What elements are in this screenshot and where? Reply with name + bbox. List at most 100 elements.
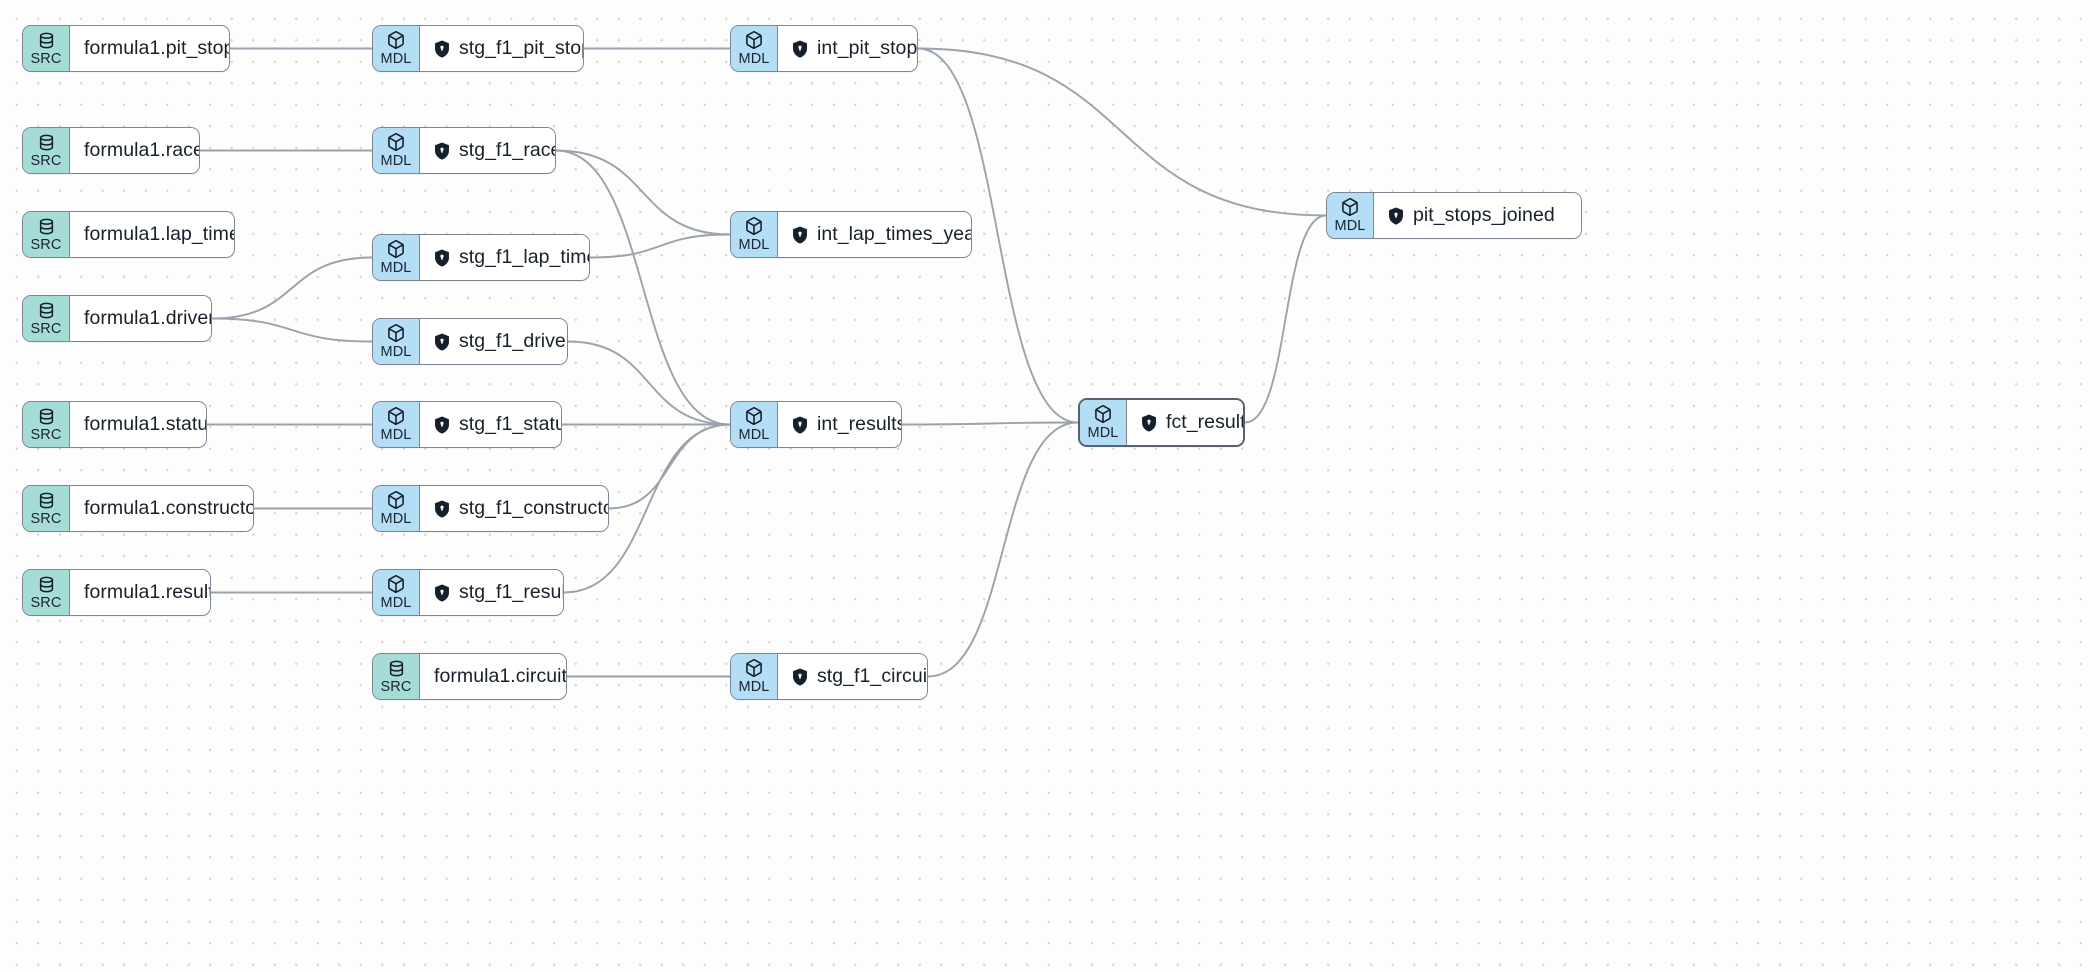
graph-edge-fct_results-to-pit_stops_joined (1244, 214, 1327, 424)
node-body: stg_f1_constructors (420, 486, 608, 531)
graph-edge-stg_lap_times-to-int_lap_times_years (589, 233, 731, 259)
node-label: stg_f1_races (459, 139, 555, 161)
node-badge-label: SRC (30, 50, 62, 67)
node-badge-mdl: MDL (731, 26, 778, 71)
node-body: int_pit_stops (778, 26, 918, 71)
shield-icon (792, 667, 808, 686)
shield-icon (434, 499, 450, 518)
node-body: stg_f1_results (420, 570, 563, 615)
node-label: stg_f1_circuits (817, 665, 928, 687)
graph-node-src_races[interactable]: SRC formula1.races (22, 127, 200, 174)
cube-icon (386, 30, 406, 50)
graph-node-src_circuits[interactable]: SRC formula1.circuits (372, 653, 567, 700)
node-body: formula1.drivers (70, 296, 211, 341)
cube-icon (386, 490, 406, 510)
database-icon (37, 133, 56, 152)
cube-icon (386, 406, 406, 426)
shield-icon (792, 415, 808, 434)
cube-icon (1093, 404, 1113, 424)
node-badge-label: MDL (1087, 425, 1119, 441)
node-badge-label: MDL (738, 427, 770, 443)
node-badge-label: SRC (30, 594, 62, 611)
node-badge-label: MDL (380, 51, 412, 67)
cube-icon (744, 658, 764, 678)
shield-icon (434, 332, 450, 351)
node-body: int_results (778, 402, 902, 447)
node-body: formula1.lap_times (70, 212, 235, 257)
node-badge-mdl: MDL (373, 235, 420, 280)
node-badge-mdl: MDL (373, 128, 420, 173)
node-body: formula1.status (70, 402, 207, 447)
node-badge-src: SRC (23, 212, 70, 257)
node-badge-label: MDL (738, 237, 770, 253)
node-label: formula1.constructors (84, 497, 254, 519)
node-label: formula1.status (84, 413, 207, 435)
node-badge-src: SRC (23, 570, 70, 615)
node-label: stg_f1_results (459, 581, 563, 603)
node-label: int_pit_stops (817, 37, 918, 59)
node-badge-mdl: MDL (1080, 400, 1127, 445)
node-body: stg_f1_pit_stops (420, 26, 583, 71)
graph-node-fct_results[interactable]: MDL fct_results (1078, 398, 1245, 447)
node-badge-label: SRC (380, 678, 412, 695)
node-badge-src: SRC (23, 128, 70, 173)
graph-node-src_status[interactable]: SRC formula1.status (22, 401, 207, 448)
node-body: stg_f1_status (420, 402, 561, 447)
node-label: int_results (817, 413, 902, 435)
node-badge-label: MDL (380, 595, 412, 611)
shield-icon (1141, 413, 1157, 432)
node-label: formula1.results (84, 581, 211, 603)
node-badge-label: SRC (30, 236, 62, 253)
node-badge-mdl: MDL (373, 26, 420, 71)
graph-node-int_lap_times_years[interactable]: MDL int_lap_times_years (730, 211, 972, 258)
node-body: stg_f1_lap_times (420, 235, 589, 280)
graph-node-int_results[interactable]: MDL int_results (730, 401, 902, 448)
cube-icon (744, 30, 764, 50)
cube-icon (744, 216, 764, 236)
node-badge-mdl: MDL (731, 654, 778, 699)
graph-node-stg_races[interactable]: MDL stg_f1_races (372, 127, 556, 174)
node-label: fct_results (1166, 411, 1243, 433)
database-icon (37, 31, 56, 50)
node-badge-src: SRC (23, 26, 70, 71)
graph-edge-src_drivers-to-stg_drivers (211, 317, 373, 343)
graph-node-src_pit_stops[interactable]: SRC formula1.pit_stops (22, 25, 230, 72)
node-badge-mdl: MDL (373, 486, 420, 531)
database-icon (37, 575, 56, 594)
shield-icon (434, 415, 450, 434)
node-badge-label: SRC (30, 426, 62, 443)
cube-icon (386, 239, 406, 259)
node-label: stg_f1_drivers (459, 330, 567, 352)
graph-node-stg_pit_stops[interactable]: MDL stg_f1_pit_stops (372, 25, 584, 72)
node-label: pit_stops_joined (1413, 204, 1555, 226)
node-body: fct_results (1127, 400, 1243, 445)
graph-node-stg_circuits[interactable]: MDL stg_f1_circuits (730, 653, 928, 700)
node-badge-label: MDL (380, 260, 412, 276)
shield-icon (792, 225, 808, 244)
node-label: formula1.pit_stops (84, 37, 230, 59)
node-body: int_lap_times_years (778, 212, 971, 257)
node-body: formula1.circuits (420, 654, 567, 699)
node-label: formula1.circuits (434, 665, 567, 687)
node-badge-label: MDL (738, 51, 770, 67)
graph-node-stg_results[interactable]: MDL stg_f1_results (372, 569, 564, 616)
database-icon (37, 407, 56, 426)
graph-node-src_results[interactable]: SRC formula1.results (22, 569, 211, 616)
graph-edge-stg_constructors-to-int_results (608, 423, 731, 510)
database-icon (387, 659, 406, 678)
database-icon (37, 217, 56, 236)
node-label: formula1.races (84, 139, 199, 161)
graph-node-int_pit_stops[interactable]: MDL int_pit_stops (730, 25, 918, 72)
node-body: formula1.pit_stops (70, 26, 230, 71)
node-label: formula1.lap_times (84, 223, 235, 245)
graph-node-src_lap_times[interactable]: SRC formula1.lap_times (22, 211, 235, 258)
graph-node-stg_lap_times[interactable]: MDL stg_f1_lap_times (372, 234, 590, 281)
node-badge-mdl: MDL (731, 402, 778, 447)
